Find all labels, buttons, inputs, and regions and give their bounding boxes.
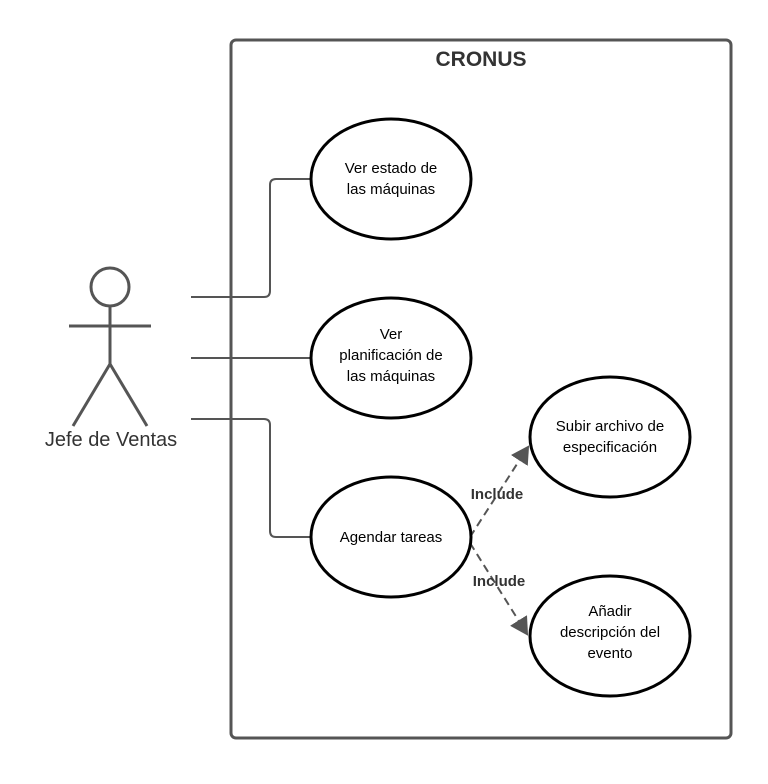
include-arrow-anadir	[469, 542, 529, 636]
use-case-anadir-line2: descripción del	[560, 624, 660, 641]
association-agendar	[191, 418, 311, 538]
use-case-ver-planificacion-line1: Ver	[380, 326, 403, 343]
use-case-subir[interactable]	[528, 375, 692, 499]
use-case-subir-line1: Subir archivo de	[556, 418, 664, 435]
system-boundary	[229, 38, 733, 740]
include-label-upper: Include	[471, 486, 524, 503]
use-case-ver-planificacion-line2: planificación de	[339, 347, 442, 364]
include-arrow-subir	[469, 445, 530, 538]
actor-label: Jefe de Ventas	[45, 429, 177, 451]
use-case-anadir-line1: Añadir	[588, 603, 631, 620]
actor-right-leg	[108, 363, 149, 427]
include-label-lower: Include	[473, 573, 526, 590]
use-case-agendar-line1: Agendar tareas	[340, 529, 443, 546]
actor-head	[89, 266, 131, 308]
association-ver-estado	[191, 178, 311, 298]
use-case-ver-estado-line1: Ver estado de	[345, 160, 438, 177]
actor-left-leg	[71, 363, 112, 427]
use-case-anadir-line3: evento	[587, 645, 632, 662]
use-case-ver-estado[interactable]	[309, 117, 473, 241]
actor-stick-figure-icon	[69, 266, 151, 427]
use-case-subir-line2: especificación	[563, 439, 657, 456]
use-case-ver-planificacion[interactable]	[309, 296, 473, 420]
use-case-ver-estado-line2: las máquinas	[347, 181, 435, 198]
use-case-anadir[interactable]	[528, 574, 692, 698]
use-case-agendar[interactable]	[309, 475, 473, 599]
use-case-ver-planificacion-line3: las máquinas	[347, 368, 435, 385]
system-title: CRONUS	[435, 48, 526, 71]
